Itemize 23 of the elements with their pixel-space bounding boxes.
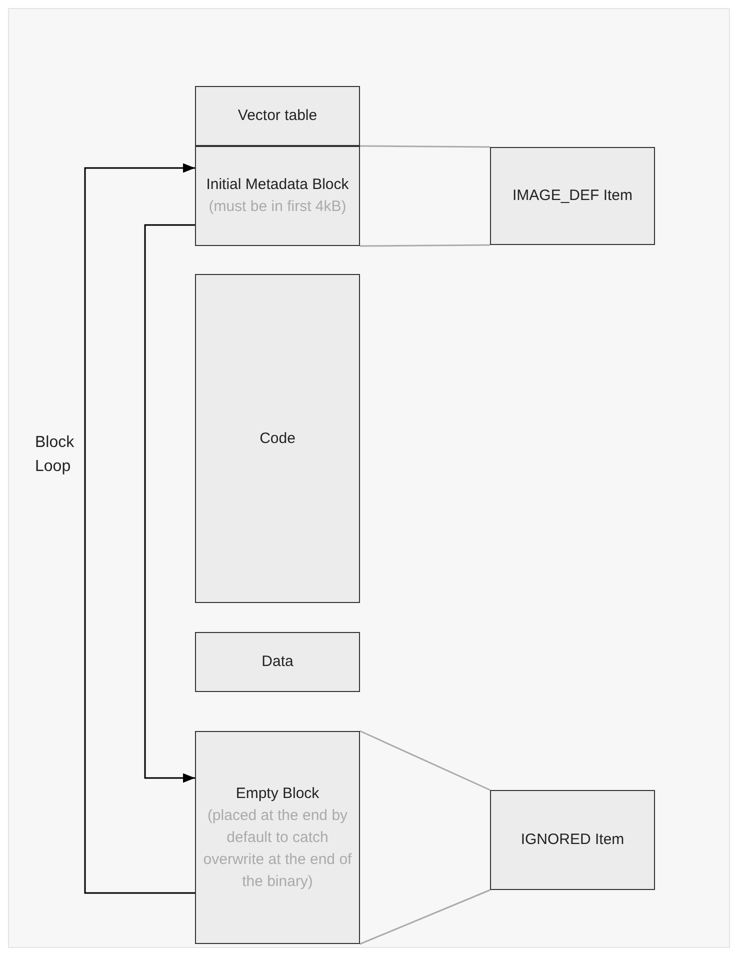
memory-block	[195, 146, 360, 246]
block-label: IMAGE_DEF Item	[512, 186, 633, 206]
connector-line	[360, 244, 490, 247]
edge-label: Block Loop	[35, 433, 76, 477]
memory-block	[195, 731, 360, 944]
block-label: Initial Metadata Block	[206, 175, 349, 195]
block-label: IGNORED Item	[520, 830, 624, 850]
block-label: Vector table	[238, 106, 318, 126]
block-label: Empty Block	[236, 784, 320, 804]
connector-line	[360, 145, 490, 148]
item-box	[490, 147, 655, 245]
block-label: Data	[262, 652, 294, 672]
arrow	[144, 224, 195, 783]
connector-line	[360, 730, 490, 791]
block-note: (placed at the end by default to catch overwrite at the end of the binary)	[202, 806, 353, 892]
connector-line	[360, 889, 490, 945]
memory-block	[195, 632, 360, 692]
memory-block	[195, 274, 360, 603]
item-box	[490, 790, 655, 890]
block-note: (must be in first 4kB)	[208, 197, 346, 217]
arrow	[84, 163, 195, 894]
memory-block	[195, 86, 360, 146]
block-label: Code	[260, 428, 296, 448]
